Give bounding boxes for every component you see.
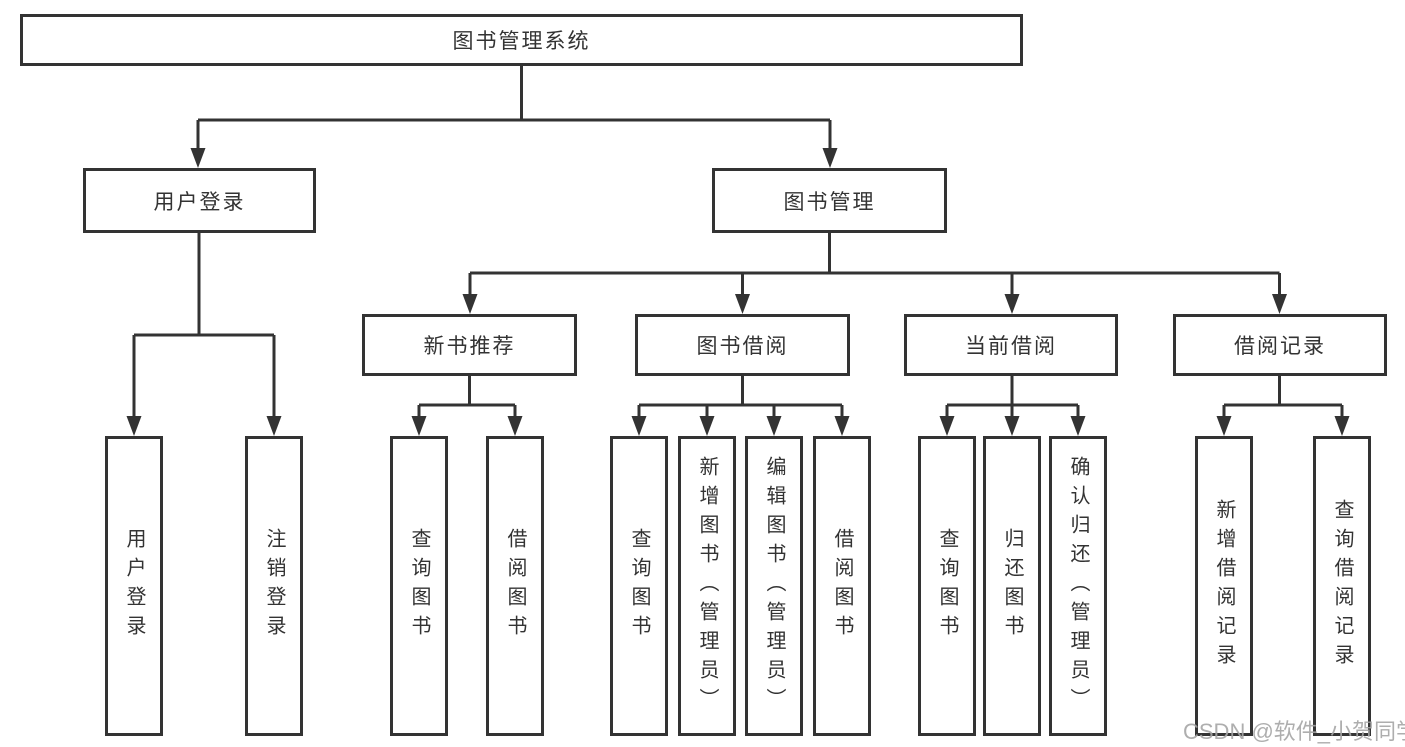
node-label: 借阅图书 — [831, 528, 853, 644]
node-label: 图书借阅 — [696, 335, 789, 358]
node-label: 图书管理系统 — [452, 30, 591, 53]
leaf-query-books-recommend: 查询图书 — [390, 436, 448, 736]
node-book-management: 图书管理 — [712, 168, 947, 233]
node-label: 查询借阅记录 — [1331, 499, 1353, 673]
node-label: 新增借阅记录 — [1213, 499, 1235, 673]
leaf-query-books-borrowing: 查询图书 — [610, 436, 668, 736]
node-label: 用户登录 — [153, 190, 246, 214]
node-label: 新书推荐 — [423, 335, 516, 358]
leaf-borrow-books-recommend: 借阅图书 — [486, 436, 544, 736]
leaf-query-borrow-record: 查询借阅记录 — [1313, 436, 1371, 736]
node-label: 归还图书 — [1001, 528, 1023, 644]
node-current-borrowing: 当前借阅 — [904, 314, 1118, 376]
leaf-logout-login: 注销登录 — [245, 436, 303, 736]
node-label: 用户登录 — [123, 528, 145, 644]
leaf-confirm-return-admin: 确认归还（管理员） — [1049, 436, 1107, 736]
leaf-borrow-books-borrowing: 借阅图书 — [813, 436, 871, 736]
leaf-add-borrow-record: 新增借阅记录 — [1195, 436, 1253, 736]
node-label: 图书管理 — [783, 190, 876, 214]
node-label: 编辑图书（管理员） — [763, 455, 785, 717]
leaf-return-books: 归还图书 — [983, 436, 1041, 736]
node-user-login: 用户登录 — [83, 168, 316, 233]
node-label: 查询图书 — [936, 528, 958, 644]
leaf-user-login: 用户登录 — [105, 436, 163, 736]
node-library-management-system: 图书管理系统 — [20, 14, 1023, 66]
node-borrowing-records: 借阅记录 — [1173, 314, 1387, 376]
leaf-add-books-admin: 新增图书（管理员） — [678, 436, 736, 736]
leaf-query-books-current: 查询图书 — [918, 436, 976, 736]
node-label: 注销登录 — [263, 528, 285, 644]
node-new-book-recommendation: 新书推荐 — [362, 314, 577, 376]
node-label: 借阅记录 — [1234, 335, 1326, 358]
node-label: 借阅图书 — [504, 528, 526, 644]
leaf-edit-books-admin: 编辑图书（管理员） — [745, 436, 803, 736]
node-label: 查询图书 — [628, 528, 650, 644]
node-book-borrowing: 图书借阅 — [635, 314, 850, 376]
node-label: 查询图书 — [408, 528, 430, 644]
node-label: 新增图书（管理员） — [696, 455, 718, 717]
node-label: 当前借阅 — [965, 335, 1057, 358]
csdn-watermark: CSDN @软件_小贺同学 — [1183, 719, 1405, 744]
node-label: 确认归还（管理员） — [1067, 455, 1089, 717]
